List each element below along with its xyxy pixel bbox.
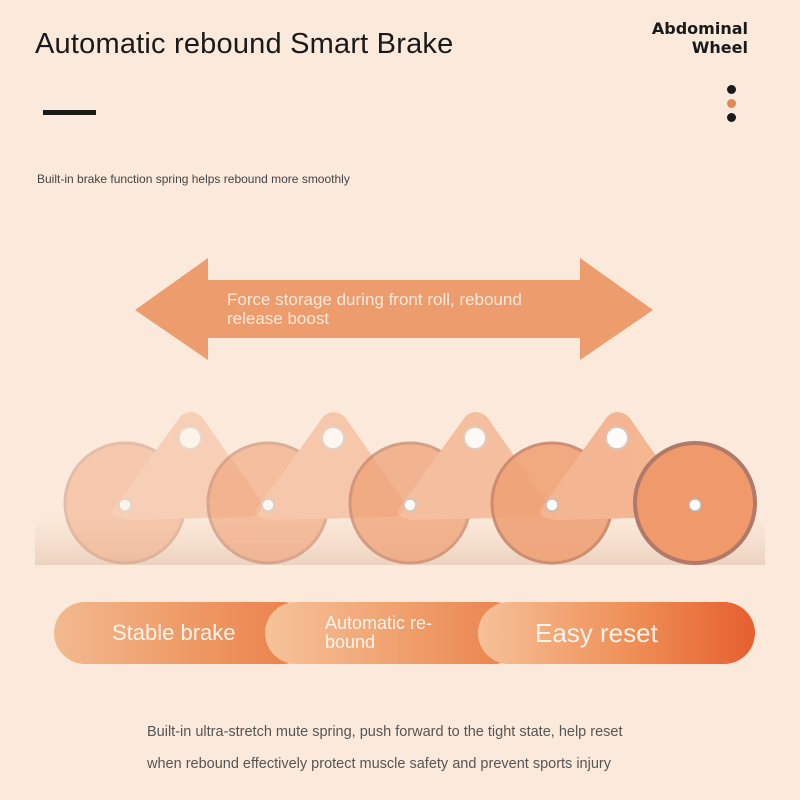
feature-stable-brake: Stable brake <box>54 602 314 664</box>
axle <box>688 498 702 512</box>
axle <box>403 498 417 512</box>
page-dots <box>727 85 737 127</box>
axle <box>545 498 559 512</box>
wheel-unit-front <box>633 441 757 565</box>
pivot <box>463 426 487 450</box>
pivot <box>321 426 345 450</box>
axle <box>261 498 275 512</box>
dot-3 <box>727 113 736 122</box>
description-line-2: when rebound effectively protect muscle … <box>147 756 611 772</box>
title-underline <box>43 110 96 115</box>
description-line-1: Built-in ultra-stretch mute spring, push… <box>147 724 623 740</box>
feature-label: Automatic re-bound <box>325 613 433 652</box>
dot-1 <box>727 85 736 94</box>
page-title: Automatic rebound Smart Brake <box>35 28 454 60</box>
wheel-sequence-illustration <box>35 412 765 565</box>
description: Built-in ultra-stretch mute spring, push… <box>147 716 707 780</box>
feature-easy-reset: Easy reset <box>478 602 755 664</box>
feature-label: Stable brake <box>112 620 236 645</box>
axle <box>118 498 132 512</box>
feature-label: Easy reset <box>535 617 658 648</box>
subtitle: Built-in brake function spring helps reb… <box>37 172 350 186</box>
brand-line-1: Abdominal <box>651 19 748 38</box>
double-arrow-icon <box>135 258 653 360</box>
brand-line-2: Wheel <box>691 38 748 57</box>
pivot <box>605 426 629 450</box>
double-arrow-shape <box>135 258 653 360</box>
wheel <box>65 443 185 563</box>
dot-2 <box>727 99 736 108</box>
arrow-caption: Force storage during front roll, rebound… <box>227 290 522 328</box>
brand-label: Abdominal Wheel <box>652 19 748 57</box>
pivot <box>178 426 202 450</box>
